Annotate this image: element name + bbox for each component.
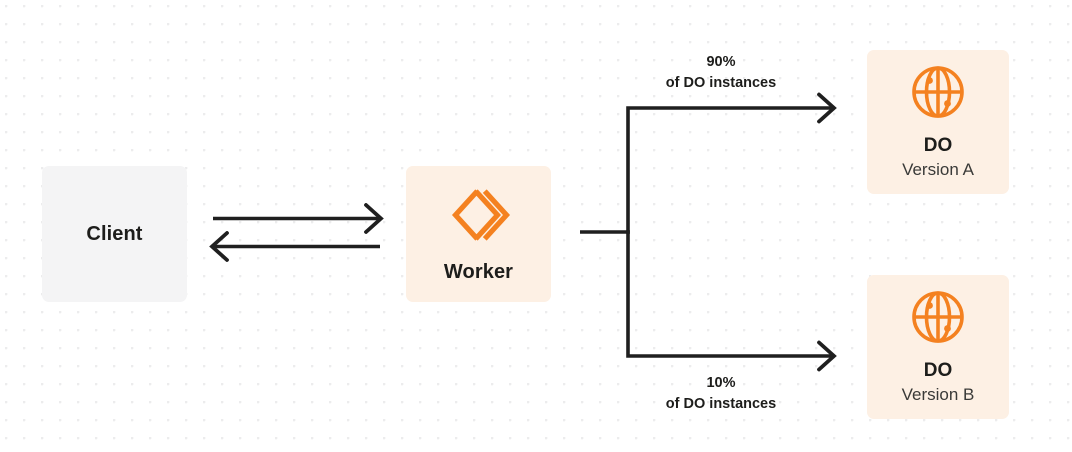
node-do-version-b[interactable]: DO Version B [867,275,1009,419]
node-worker-label: Worker [443,261,514,283]
arrow-worker-to-do-a-shaft [626,106,832,234]
cloudflare-workers-icon [448,184,510,246]
node-do-version-b-label: DO [923,360,953,382]
arrow-worker-to-client-head [209,231,229,262]
edge-label-do-b: 10% of DO instances [610,373,832,414]
node-client-label: Client [86,223,143,245]
node-do-version-a-version: Version A [902,159,974,179]
node-do-version-a[interactable]: DO Version A [867,50,1009,194]
node-worker[interactable]: Worker [406,166,551,302]
edge-label-do-a: 90% of DO instances [610,52,832,93]
arrow-worker-to-do-a-head [817,92,837,124]
arrow-client-to-worker [213,203,384,234]
node-client[interactable]: Client [42,166,187,302]
globe-icon [909,63,967,121]
arrow-worker-to-client [209,231,380,262]
edge-label-do-a-description: of DO instances [665,74,777,91]
globe-icon [909,288,967,346]
arrow-worker-to-do-b [626,230,837,372]
edge-label-do-b-description: of DO instances [665,395,777,412]
arrow-worker-to-do-b-head [817,340,837,372]
node-do-version-b-version: Version B [901,384,975,404]
edge-label-do-a-percent: 90% [706,54,736,70]
arrow-worker-to-do-a [626,92,837,234]
arrow-worker-to-do-b-shaft [626,230,832,358]
arrow-client-to-worker-head [364,203,384,234]
node-do-version-a-label: DO [923,135,953,157]
edge-label-do-b-percent: 10% [706,375,736,391]
